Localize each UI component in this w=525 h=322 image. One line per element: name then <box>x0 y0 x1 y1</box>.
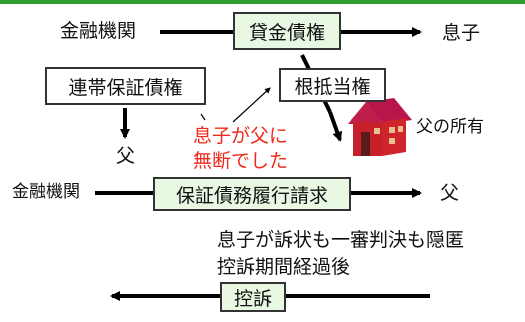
father-label-left: 父 <box>116 145 136 167</box>
mortgage-arrow-head <box>328 111 343 142</box>
note-line-2: 無断でした <box>193 150 289 172</box>
loan-claim-box: 貸金債権 <box>233 12 341 50</box>
lender-label-middle: 金融機関 <box>12 182 80 202</box>
mortgage-box: 根抵当権 <box>279 68 386 102</box>
demand-box: 保証債務履行請求 <box>153 177 351 211</box>
event-line-2: 控訴期間経過後 <box>217 256 351 278</box>
father-label-middle: 父 <box>440 182 460 204</box>
owner-caption: 父の所有 <box>416 117 484 137</box>
top-accent-bar <box>0 0 525 4</box>
note-line-1: 息子が父に <box>193 125 289 147</box>
note-pointer-arrow <box>232 87 271 123</box>
house-icon <box>348 98 412 156</box>
note-pointer-tick <box>200 113 206 121</box>
lender-label-top: 金融機関 <box>60 20 137 42</box>
appeal-box: 控訴 <box>220 282 286 312</box>
event-line-1: 息子が訴状も一審判決も隠匿 <box>217 229 465 251</box>
guarantee-claim-box: 連帯保証債権 <box>45 67 206 105</box>
borrower-label: 息子 <box>442 22 481 44</box>
